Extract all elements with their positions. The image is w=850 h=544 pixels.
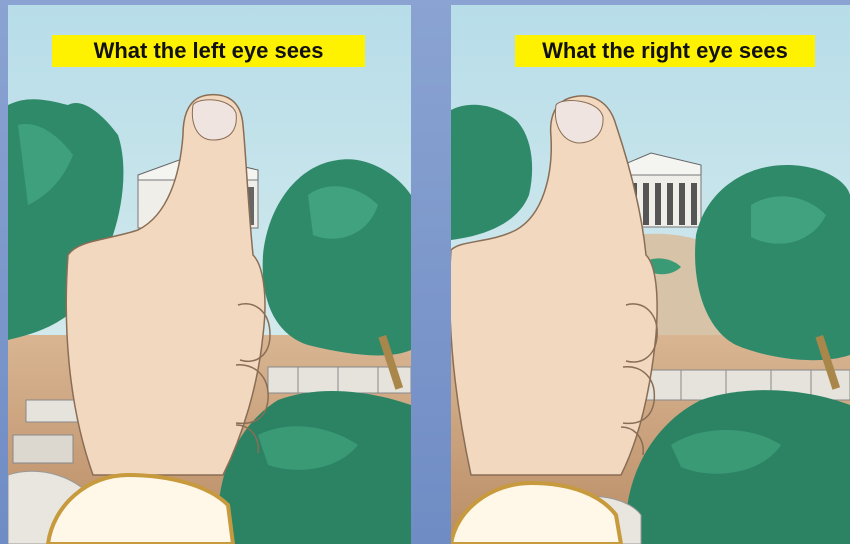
left-eye-panel: What the left eye sees <box>8 5 411 544</box>
right-eye-panel: What the right eye sees <box>451 5 850 544</box>
right-eye-caption: What the right eye sees <box>515 35 815 67</box>
left-eye-scene <box>8 5 411 544</box>
left-eye-caption: What the left eye sees <box>52 35 365 67</box>
right-eye-scene <box>451 5 850 544</box>
